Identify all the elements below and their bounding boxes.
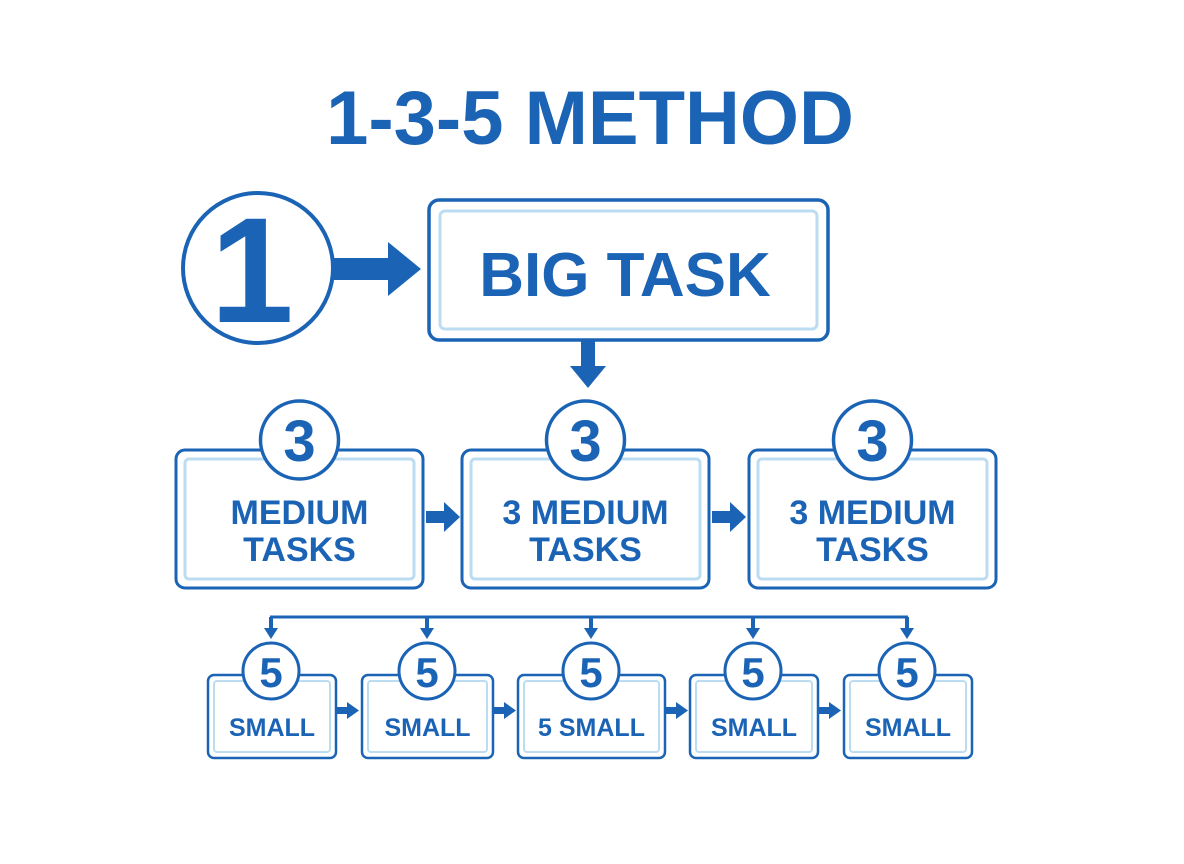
big-number-badge: 1 xyxy=(181,186,335,354)
small-number-badge xyxy=(397,641,457,701)
medium-task-line2: TASKS xyxy=(529,531,642,569)
big-task-box: BIG TASK xyxy=(427,198,830,342)
small-number: 5 xyxy=(741,649,764,696)
medium-number: 3 xyxy=(856,409,888,474)
small-task-label: SMALL xyxy=(384,714,470,742)
medium-task-line2: TASKS xyxy=(243,531,356,569)
medium-number: 3 xyxy=(569,409,601,474)
arrow-right-icon xyxy=(426,502,460,532)
medium-task-line1: 3 MEDIUM xyxy=(502,494,668,532)
small-number: 5 xyxy=(895,649,918,696)
arrow-right-icon xyxy=(337,702,359,719)
arrow-down-icon xyxy=(570,340,606,388)
small-number-badge xyxy=(241,641,301,701)
big-task-label: BIG TASK xyxy=(479,241,771,310)
small-task-label: SMALL xyxy=(865,714,951,742)
small-task-box: 5 5 SMALL xyxy=(516,641,667,760)
small-task-label: SMALL xyxy=(229,714,315,742)
arrow-right-icon xyxy=(666,702,688,719)
small-number-badge xyxy=(561,641,621,701)
small-number-badge xyxy=(723,641,783,701)
medium-number-badge xyxy=(831,399,914,481)
arrow-down-icon xyxy=(584,617,598,639)
small-task-label: 5 SMALL xyxy=(538,714,645,742)
arrow-down-icon xyxy=(420,617,434,639)
arrow-down-icon xyxy=(900,617,914,639)
arrow-right-icon xyxy=(494,702,516,719)
medium-task-line2: TASKS xyxy=(816,531,929,569)
arrow-right-icon xyxy=(819,702,841,719)
medium-task-line1: 3 MEDIUM xyxy=(789,494,955,532)
medium-number: 3 xyxy=(283,409,315,474)
medium-number-badge xyxy=(544,399,627,481)
medium-number-badge xyxy=(258,399,341,481)
big-number: 1 xyxy=(210,186,293,354)
arrow-right-icon xyxy=(712,502,746,532)
small-number-badge xyxy=(877,641,937,701)
diagram-title: 1-3-5 METHOD xyxy=(326,76,854,161)
small-task-label: SMALL xyxy=(711,714,797,742)
small-number: 5 xyxy=(259,649,282,696)
arrow-down-icon xyxy=(264,617,278,639)
small-number: 5 xyxy=(415,649,438,696)
arrow-down-icon xyxy=(746,617,760,639)
arrow-right-icon xyxy=(334,242,421,296)
medium-task-line1: MEDIUM xyxy=(231,494,369,532)
small-number: 5 xyxy=(579,649,602,696)
